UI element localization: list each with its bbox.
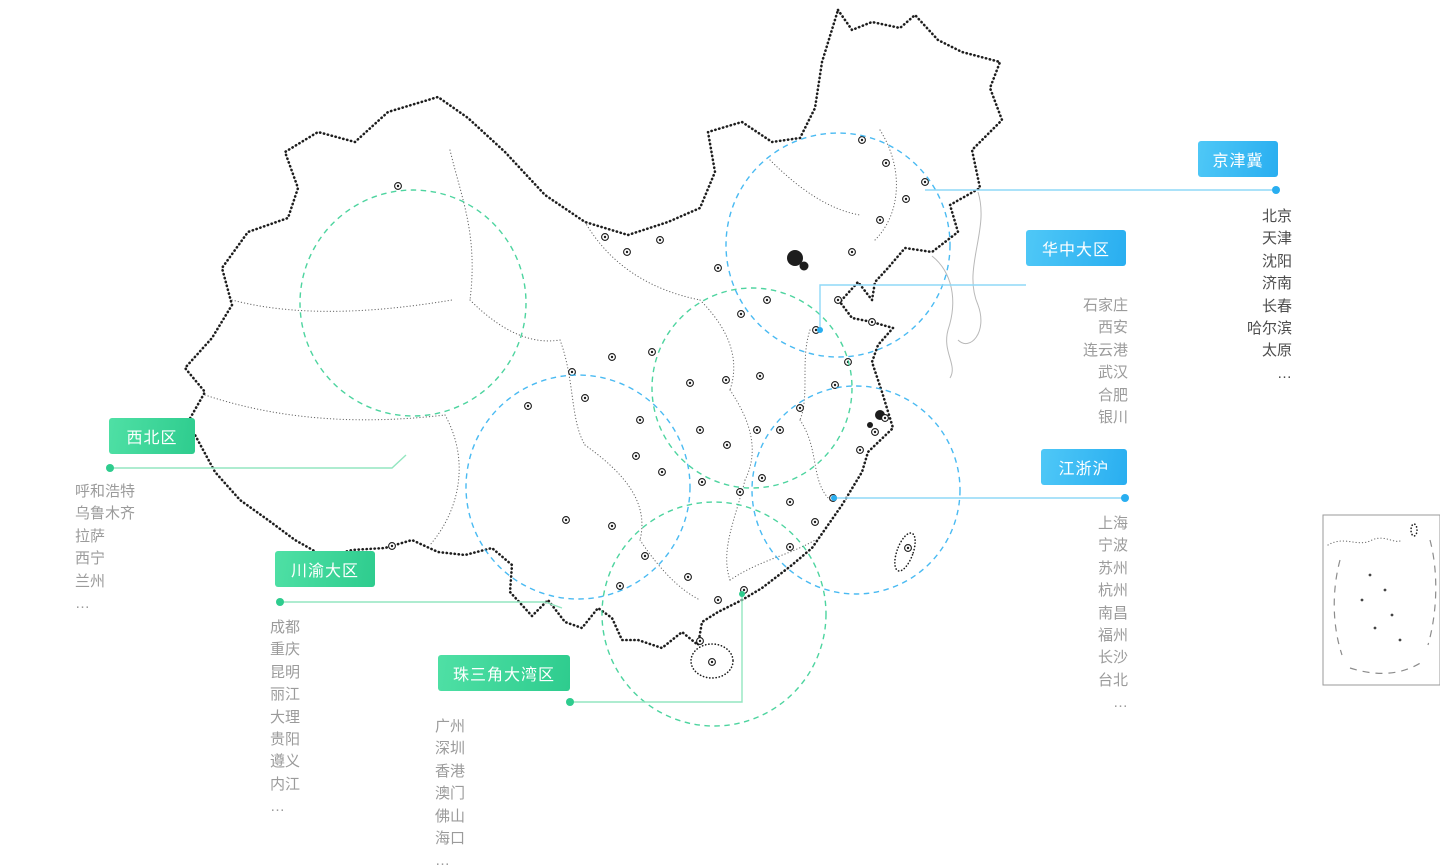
city-item: 西安 [1097, 319, 1128, 337]
city-item: 石家庄 [1082, 297, 1128, 314]
city-item: 西宁 [75, 550, 106, 568]
city-item: 长春 [1261, 297, 1292, 315]
city-item: 拉萨 [75, 527, 106, 545]
region-circle-chuanyu [465, 374, 691, 600]
city-list-jiangzhehu: 上海宁波苏州杭州南昌福州长沙台北 … [1000, 513, 1128, 715]
city-item: 广州 [435, 718, 466, 735]
city-cluster-blobs [787, 250, 885, 428]
city-item: 昆明 [270, 663, 301, 681]
city-list-jingjinji: 北京天津沈阳济南长春哈尔滨太原 … [1180, 206, 1292, 385]
taiwan-island [894, 532, 916, 572]
city-item: 重庆 [270, 641, 301, 659]
city-item: … [75, 595, 90, 613]
city-item: 遵义 [270, 753, 301, 771]
city-item: 苏州 [1097, 559, 1128, 577]
city-item: 澳门 [435, 785, 466, 803]
region-circle-huazhong [651, 287, 853, 489]
city-item: 哈尔滨 [1246, 320, 1292, 338]
city-item: 合肥 [1097, 386, 1128, 404]
city-item: 杭州 [1097, 582, 1128, 600]
region-circle-xibei [299, 189, 527, 417]
region-circle-jingjinji [725, 132, 951, 358]
city-item: 福州 [1097, 627, 1128, 645]
connector-xibei [112, 454, 407, 469]
city-item: 武汉 [1097, 364, 1128, 382]
city-item: 大理 [270, 708, 301, 726]
city-item: 沈阳 [1261, 252, 1292, 270]
city-item: 连云港 [1082, 341, 1128, 359]
connector-dot-xibei [106, 464, 114, 472]
city-item: 南昌 [1097, 604, 1128, 622]
connector-dot-zhusanjiao [566, 698, 574, 706]
city-item: 台北 [1097, 671, 1128, 689]
city-item: … [1113, 694, 1128, 712]
city-item: 海口 [435, 830, 466, 848]
city-list-zhusanjiao: 广州深圳香港澳门佛山海口 … [435, 716, 555, 868]
city-item: 宁波 [1097, 537, 1128, 555]
city-item: 上海 [1097, 515, 1128, 532]
korea-coast-line [931, 255, 954, 379]
region-circle-zhusanjiao [601, 501, 827, 727]
city-item: 呼和浩特 [75, 483, 136, 500]
neighbor-river-line [957, 191, 982, 345]
connector-dot-jingjinji [1272, 186, 1280, 194]
connector-huazhong [819, 284, 1026, 327]
city-item: 太原 [1261, 342, 1292, 360]
connector-chuanyu [282, 601, 563, 609]
region-label-xibei: 西北区 [109, 418, 195, 454]
connector-dot-huazhong [817, 327, 823, 333]
city-item: 天津 [1261, 230, 1292, 248]
city-item: 济南 [1261, 275, 1292, 293]
region-label-huazhong: 华中大区 [1026, 230, 1126, 266]
city-list-huazhong: 石家庄西安连云港武汉合肥银川 [1000, 295, 1128, 429]
region-circle-jiangzhehu [751, 385, 961, 595]
city-item: 成都 [270, 619, 301, 636]
region-label-chuanyu: 川渝大区 [275, 551, 375, 587]
city-item: 乌鲁木齐 [75, 505, 136, 523]
city-item: 长沙 [1097, 649, 1128, 667]
city-item: … [270, 798, 285, 816]
city-item: … [435, 852, 450, 868]
region-label-jingjinji: 京津冀 [1198, 141, 1278, 177]
province-borders [204, 129, 897, 601]
city-item: 深圳 [435, 740, 466, 758]
city-item: 内江 [270, 775, 301, 793]
city-item: 银川 [1097, 409, 1128, 427]
city-item: 北京 [1261, 208, 1292, 225]
city-item: 佛山 [435, 807, 466, 825]
china-outline [183, 8, 1004, 650]
city-item: 香港 [435, 762, 466, 780]
city-item: 丽江 [270, 686, 301, 704]
city-item: 贵阳 [270, 731, 301, 749]
city-item: 兰州 [75, 572, 106, 590]
south-china-sea-inset [1322, 514, 1440, 686]
city-item: … [1277, 364, 1292, 382]
connector-mapdot-zhusanjiao [739, 591, 745, 597]
connector-dot-chuanyu [276, 598, 284, 606]
city-list-xibei: 呼和浩特乌鲁木齐拉萨西宁兰州 … [75, 481, 205, 615]
connector-zhusanjiao [572, 596, 743, 703]
region-label-jiangzhehu: 江浙沪 [1041, 449, 1127, 485]
connector-dot-jiangzhehu [1121, 494, 1129, 502]
connector-mapdot-jiangzhehu [831, 495, 837, 501]
city-markers [388, 136, 929, 666]
city-list-chuanyu: 成都重庆昆明丽江大理贵阳遵义内江 … [270, 617, 390, 819]
region-label-zhusanjiao: 珠三角大湾区 [438, 655, 570, 691]
